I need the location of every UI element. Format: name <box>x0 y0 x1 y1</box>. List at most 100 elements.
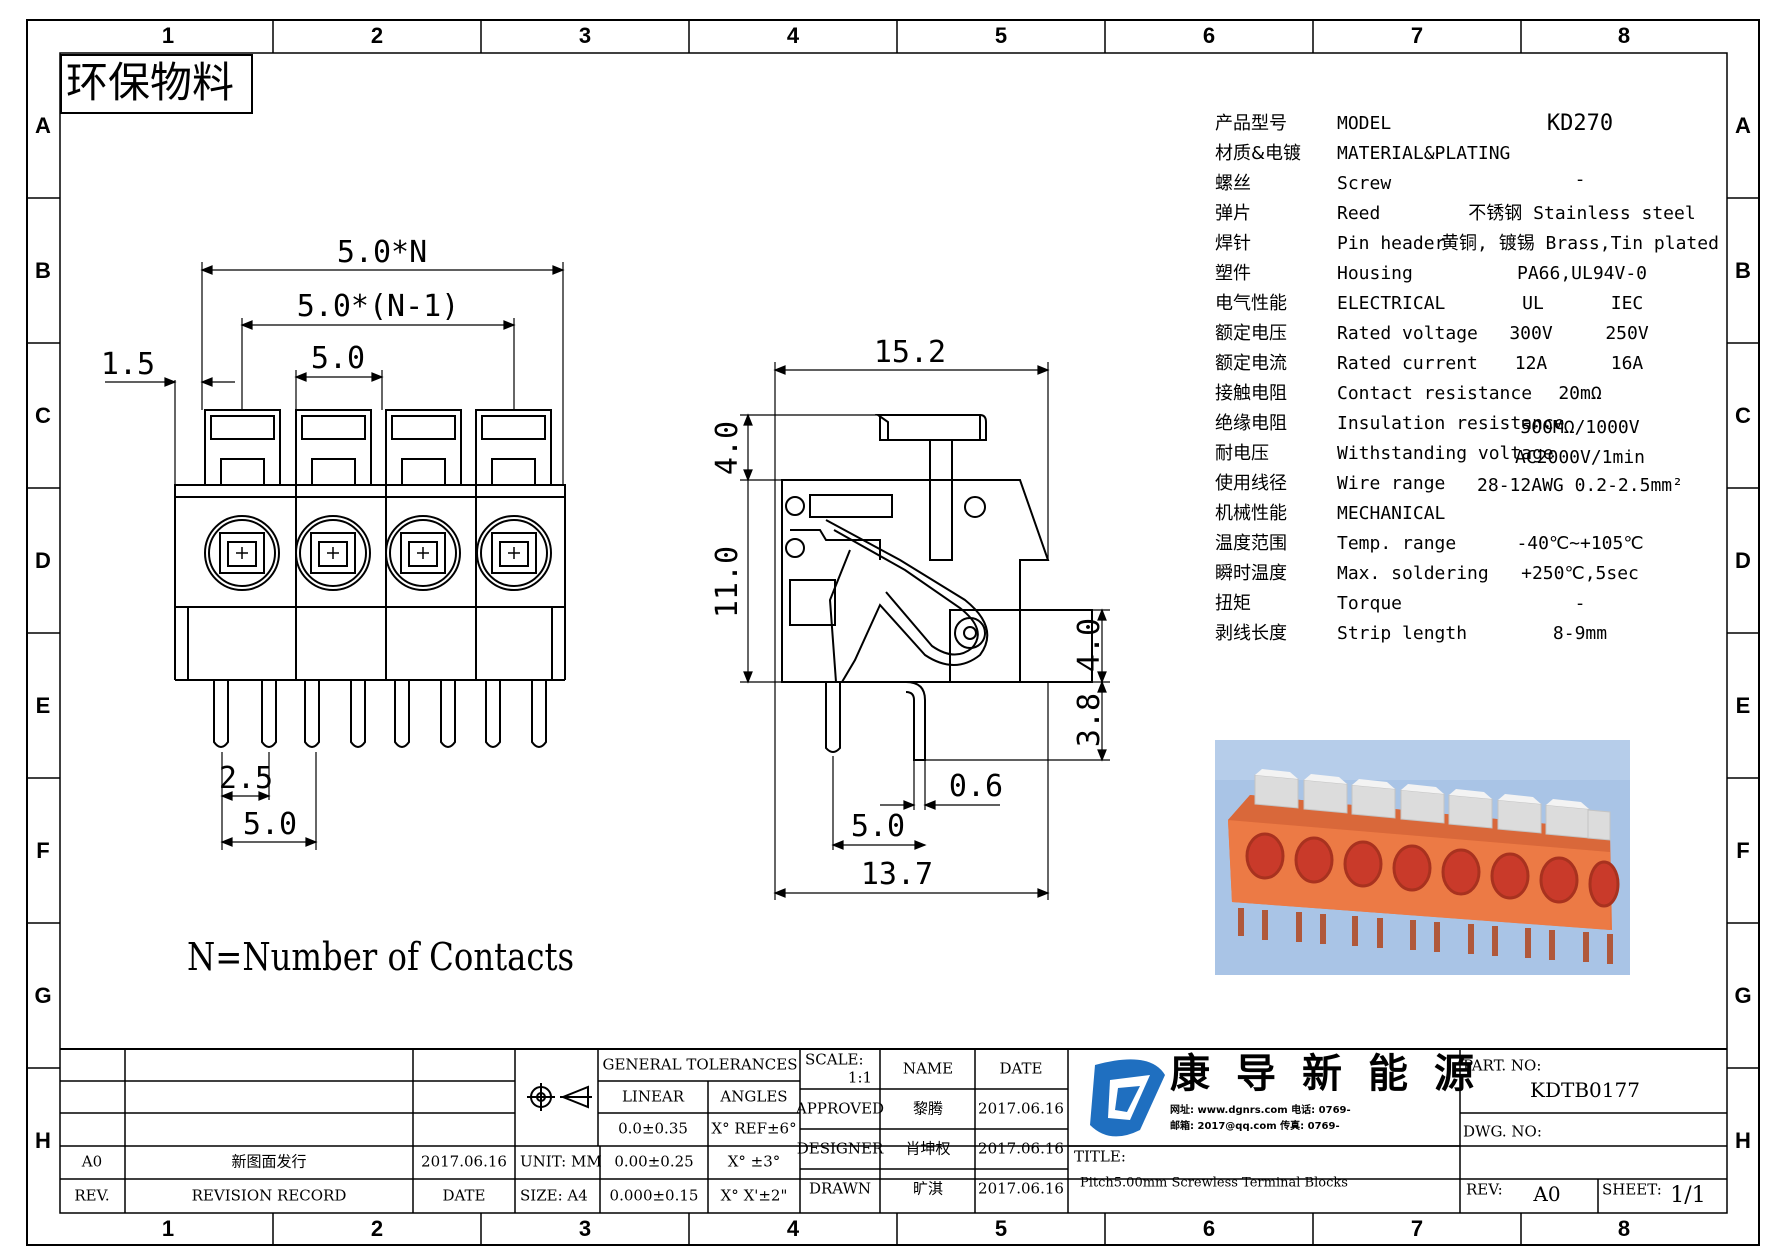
spec-v1: 黄铜, 镀锡 Brass,Tin plated <box>1441 233 1719 254</box>
spec-en: MODEL <box>1337 113 1392 134</box>
dim-front-edge: 1.5 <box>100 347 156 382</box>
zone-col-2-bottom: 2 <box>370 1216 384 1241</box>
zone-row-h: H <box>35 1128 51 1153</box>
designer-name: 肖坤权 <box>905 1139 951 1158</box>
dim-front-overall: 5.0*N <box>336 235 428 270</box>
product-photo <box>1215 740 1630 975</box>
designer-label: DESIGNER <box>796 1139 884 1158</box>
zone-row-b: B <box>35 258 51 283</box>
spec-cn: 绝缘电阻 <box>1215 413 1287 434</box>
zone-col-5: 5 <box>994 23 1008 48</box>
zone-col-3-bottom: 3 <box>578 1216 592 1241</box>
spec-cn: 电气性能 <box>1215 293 1287 314</box>
dim-side-pin-pos: 5.0 <box>850 809 906 844</box>
zone-row-g-right: G <box>1734 983 1752 1008</box>
spec-en: Insulation resistance <box>1337 413 1565 434</box>
zone-row-f: F <box>36 838 50 863</box>
spec-cn: 塑件 <box>1215 263 1251 284</box>
rev-value: A0 <box>1533 1182 1561 1206</box>
spec-cn: 产品型号 <box>1215 113 1287 134</box>
spec-en: Rated voltage <box>1337 323 1478 344</box>
zone-row-b-right: B <box>1735 258 1751 283</box>
stamp-box <box>60 54 253 114</box>
dim-side-height: 15.2 <box>873 335 947 370</box>
spec-v1: KD270 <box>1546 111 1614 136</box>
dim-front-pitch-n1: 5.0*(N-1) <box>296 289 460 324</box>
zone-row-a-right: A <box>1735 113 1751 138</box>
revision-record: 新图面发行 <box>231 1152 307 1171</box>
front-dimension-lines <box>105 262 565 850</box>
dim-side-top: 4.0 <box>710 420 745 476</box>
spec-cn: 额定电压 <box>1215 323 1287 344</box>
zone-col-7: 7 <box>1410 23 1424 48</box>
spec-v1: AC2000V/1min <box>1514 447 1646 468</box>
zone-col-1-bottom: 1 <box>161 1216 175 1241</box>
company-name: 康导新能源 <box>1170 1051 1500 1097</box>
contacts-note: N=Number of Contacts <box>187 935 575 979</box>
zone-col-8: 8 <box>1617 23 1631 48</box>
part-no: KDTB0177 <box>1530 1078 1640 1102</box>
dim-side-width: 13.7 <box>860 857 934 892</box>
company-contact-email: 邮箱: 2017@qq.com 传真: 0769- <box>1170 1121 1340 1132</box>
spec-v2: 250V <box>1605 323 1649 344</box>
zone-col-8-bottom: 8 <box>1617 1216 1631 1241</box>
spec-en: Wire range <box>1337 473 1446 494</box>
spec-cn: 耐电压 <box>1215 443 1269 464</box>
company-contact-web: 网址: www.dgnrs.com 电话: 0769- <box>1170 1105 1351 1116</box>
zone-col-7-bottom: 7 <box>1410 1216 1424 1241</box>
spec-v1: 28-12AWG 0.2-2.5mm² <box>1477 475 1683 496</box>
sheet-border <box>26 19 1760 1246</box>
spec-v1: 8-9mm <box>1552 623 1608 644</box>
approved-name: 黎腾 <box>912 1099 944 1118</box>
zone-col-4: 4 <box>786 23 800 48</box>
spec-cn: 额定电流 <box>1215 353 1287 374</box>
spec-v1: 不锈钢 Stainless steel <box>1468 203 1696 224</box>
part-no-label: PART. NO: <box>1463 1056 1542 1075</box>
spec-cn: 剥线长度 <box>1215 623 1287 644</box>
spec-cn: 使用线径 <box>1215 473 1287 494</box>
spec-v1: UL <box>1522 293 1544 314</box>
spec-en: Screw <box>1337 173 1392 194</box>
spec-en: Withstanding voltage <box>1337 443 1554 464</box>
zone-row-e-right: E <box>1735 693 1751 718</box>
spec-cn: 扭矩 <box>1215 593 1251 614</box>
zone-row-g: G <box>34 983 52 1008</box>
spec-v1: PA66,UL94V-0 <box>1516 263 1648 284</box>
unit-label: UNIT: MM <box>520 1152 602 1171</box>
tolerance-angle-1: X° REF±6° <box>711 1119 797 1138</box>
zone-col-4-bottom: 4 <box>786 1216 800 1241</box>
approved-date: 2017.06.16 <box>978 1099 1064 1118</box>
front-view <box>174 409 566 748</box>
spec-v1: - <box>1574 593 1586 614</box>
zone-col-5-bottom: 5 <box>994 1216 1008 1241</box>
designer-date: 2017.06.16 <box>978 1139 1064 1158</box>
drawn-date: 2017.06.16 <box>978 1179 1064 1198</box>
sheet-value: 1/1 <box>1670 1183 1706 1208</box>
drawn-name: 旷淇 <box>912 1179 944 1198</box>
spec-cn: 接触电阻 <box>1215 383 1287 404</box>
spec-en: Max. soldering <box>1337 563 1489 584</box>
date-head: DATE <box>999 1059 1043 1078</box>
tolerance-linear-1: 0.0±0.35 <box>618 1119 688 1138</box>
spec-en: Rated current <box>1337 353 1478 374</box>
side-view <box>781 414 1093 761</box>
dim-front-pitch: 5.0 <box>310 341 366 376</box>
spec-en: Pin header <box>1337 233 1446 254</box>
zone-row-d: D <box>35 548 51 573</box>
spec-v1: 500MΩ/1000V <box>1520 417 1640 438</box>
spec-v1: +250℃,5sec <box>1521 563 1639 584</box>
spec-en: Torque <box>1337 593 1403 614</box>
zone-row-h-right: H <box>1735 1128 1751 1153</box>
spec-v2: IEC <box>1610 293 1644 314</box>
company-logo <box>1090 1059 1165 1137</box>
spec-v1: 20mΩ <box>1558 383 1602 404</box>
revision-head-date: DATE <box>442 1186 486 1205</box>
dim-side-pin-dia: 0.6 <box>948 769 1004 804</box>
spec-en: ELECTRICAL <box>1337 293 1446 314</box>
spec-cn: 瞬时温度 <box>1215 563 1287 584</box>
tolerances-angles-head: ANGLES <box>720 1087 788 1106</box>
tolerance-angle-3: X° X'±2" <box>720 1186 788 1205</box>
spec-cn: 材质&电镀 <box>1215 143 1302 164</box>
spec-en: Contact resistance <box>1337 383 1533 404</box>
spec-v1: - <box>1574 169 1586 190</box>
